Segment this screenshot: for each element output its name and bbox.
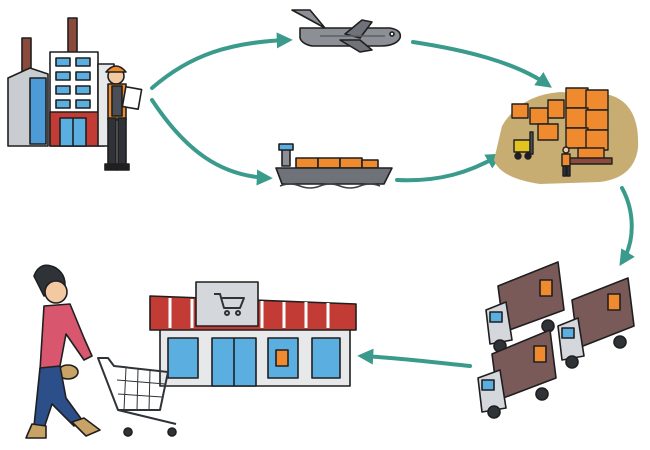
truck-icon [557, 277, 635, 369]
arrow-ship-to-warehouse [395, 153, 503, 183]
shopper-with-cart-icon [25, 264, 177, 439]
factory-with-inspector-icon [7, 17, 143, 171]
warehouse-forklift-icon [494, 87, 639, 184]
arrow-airplane-to-warehouse [411, 40, 552, 88]
arrow-factory-to-airplane [150, 32, 293, 90]
flow-arrows [150, 32, 635, 368]
supermarket-icon [149, 281, 357, 387]
cargo-airplane-icon [291, 9, 402, 53]
arrow-trucks-to-store [357, 348, 472, 368]
arrow-factory-to-ship [150, 98, 273, 186]
truck-icon [477, 329, 557, 419]
delivery-trucks-icon [477, 261, 635, 419]
container-ship-icon [275, 143, 393, 189]
cart-logo-icon [214, 293, 245, 316]
truck-icon [485, 261, 565, 353]
arrow-warehouse-to-trucks [619, 186, 635, 267]
